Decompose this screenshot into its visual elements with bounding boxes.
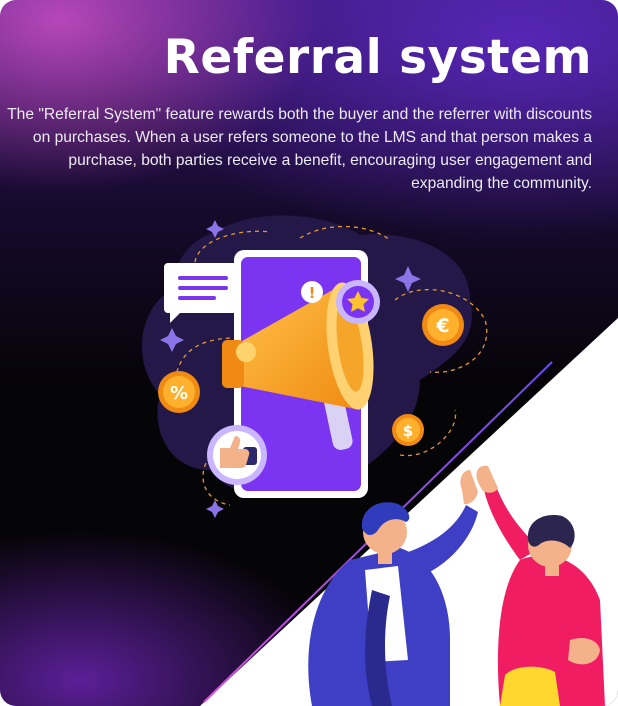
euro-glyph: € [435, 315, 449, 337]
percent-coin-icon: % [158, 371, 200, 413]
dollar-coin-icon: $ [392, 414, 424, 446]
sparkle-icon [160, 220, 421, 518]
star-badge-icon [336, 280, 380, 324]
person-pink-shirt [476, 465, 605, 706]
euro-coin-icon: € [422, 304, 464, 346]
percent-glyph: % [170, 383, 188, 404]
person-blue-jacket [308, 470, 478, 706]
page-title: Referral system [163, 30, 592, 85]
dollar-glyph: $ [403, 422, 413, 440]
chat-bubble-icon [164, 263, 240, 323]
exclamation-glyph: ! [309, 284, 316, 302]
feature-description: The "Referral System" feature rewards bo… [7, 106, 592, 192]
megaphone-icon [222, 282, 374, 450]
exclamation-badge-icon: ! [301, 281, 323, 303]
thumbs-up-badge-icon [207, 425, 267, 485]
